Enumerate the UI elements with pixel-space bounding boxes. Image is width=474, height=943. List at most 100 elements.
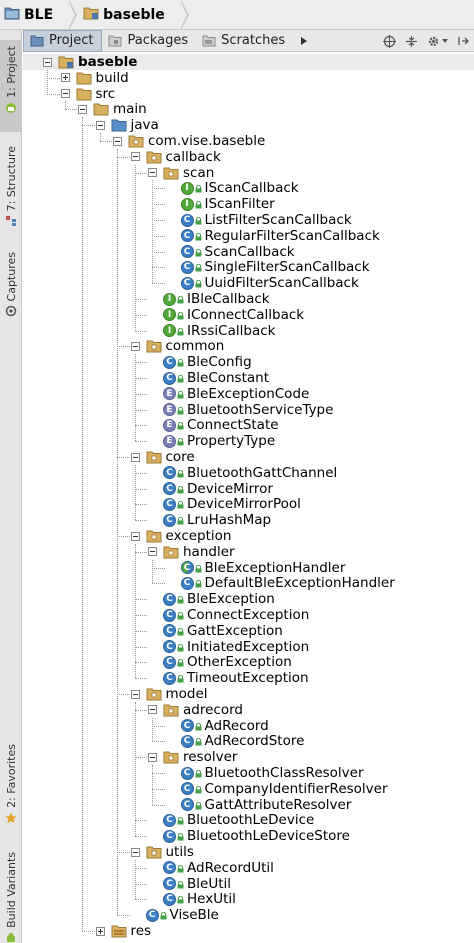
lock-icon bbox=[195, 248, 201, 257]
collapse-icon[interactable] bbox=[148, 752, 157, 762]
breadcrumb-item-baseble[interactable]: baseble bbox=[83, 0, 181, 30]
tool-tab-captures[interactable]: Captures bbox=[0, 246, 22, 336]
expand-icon[interactable] bbox=[95, 926, 105, 936]
tool-tab-favorites[interactable]: 2: Favorites bbox=[0, 738, 22, 846]
tree-item-exception[interactable]: exception bbox=[130, 528, 231, 544]
tree-item-main[interactable]: main bbox=[78, 101, 147, 117]
collapse-icon[interactable] bbox=[43, 57, 52, 67]
tab-scratches[interactable]: Scratches bbox=[196, 30, 293, 52]
tree-item-model[interactable]: model bbox=[130, 686, 208, 702]
tree-item-common[interactable]: common bbox=[130, 338, 225, 355]
breadcrumb-item-ble[interactable]: BLE bbox=[4, 0, 69, 30]
expand-icon[interactable] bbox=[60, 73, 70, 83]
tool-tab-structure[interactable]: 7: Structure bbox=[0, 140, 22, 242]
collapse-all-button[interactable] bbox=[400, 30, 422, 52]
tool-window-header: Project Packages Scratches bbox=[23, 29, 474, 52]
tree-item-label: common bbox=[165, 338, 225, 355]
tree-item-resolver[interactable]: resolver bbox=[148, 749, 237, 765]
collapse-icon[interactable] bbox=[130, 152, 140, 162]
tool-tab-build-variants[interactable]: Build Variants bbox=[0, 846, 22, 943]
tree-item-handler[interactable]: handler bbox=[148, 544, 235, 560]
collapse-icon[interactable] bbox=[130, 689, 140, 699]
collapse-icon[interactable] bbox=[130, 847, 140, 857]
tab-project[interactable]: Project bbox=[23, 29, 103, 52]
lock-icon bbox=[177, 296, 184, 304]
scroll-from-source-button[interactable] bbox=[378, 30, 400, 52]
collapse-icon[interactable] bbox=[130, 452, 140, 462]
interface-icon: I bbox=[180, 197, 201, 211]
collapse-icon[interactable] bbox=[113, 136, 122, 146]
collapse-icon[interactable] bbox=[148, 168, 157, 178]
tree-item-core[interactable]: core bbox=[130, 449, 195, 465]
class-icon-badge: C bbox=[163, 829, 176, 843]
collapse-icon[interactable] bbox=[95, 120, 105, 130]
more-tabs-button[interactable] bbox=[293, 30, 315, 52]
tree-connector bbox=[134, 172, 147, 174]
tree-item-adrecord[interactable]: adrecord bbox=[148, 702, 243, 718]
tree-item-scan[interactable]: scan bbox=[148, 165, 214, 181]
tab-packages[interactable]: Packages bbox=[102, 30, 196, 52]
tree-item-baseble[interactable]: baseble bbox=[23, 54, 474, 70]
collapse-icon[interactable] bbox=[130, 341, 140, 351]
collapse-icon[interactable] bbox=[78, 104, 87, 114]
tree-item-res[interactable]: res bbox=[95, 923, 151, 939]
hide-tool-window-button[interactable] bbox=[452, 30, 474, 52]
tool-tab-project[interactable]: 1: Project bbox=[0, 40, 22, 132]
collapse-icon[interactable] bbox=[130, 531, 140, 541]
package-icon bbox=[146, 845, 162, 859]
collapse-icon[interactable] bbox=[60, 89, 70, 99]
settings-button[interactable] bbox=[422, 30, 452, 52]
class-icon-badge: C bbox=[163, 482, 176, 496]
tree-item-callback[interactable]: callback bbox=[130, 149, 221, 165]
tree-item-java[interactable]: java bbox=[95, 117, 159, 133]
tree-item-com-vise-baseble[interactable]: com.vise.baseble bbox=[113, 133, 265, 149]
tree-item-utils[interactable]: utils bbox=[130, 844, 194, 860]
collapse-icon[interactable] bbox=[148, 547, 157, 557]
tree-item-build[interactable]: build bbox=[60, 70, 129, 86]
interface-icon: I bbox=[163, 292, 184, 306]
tree-item-label: TimeoutException bbox=[187, 670, 309, 687]
tree-item-src[interactable]: src bbox=[60, 86, 115, 102]
collapse-icon[interactable] bbox=[148, 705, 157, 715]
